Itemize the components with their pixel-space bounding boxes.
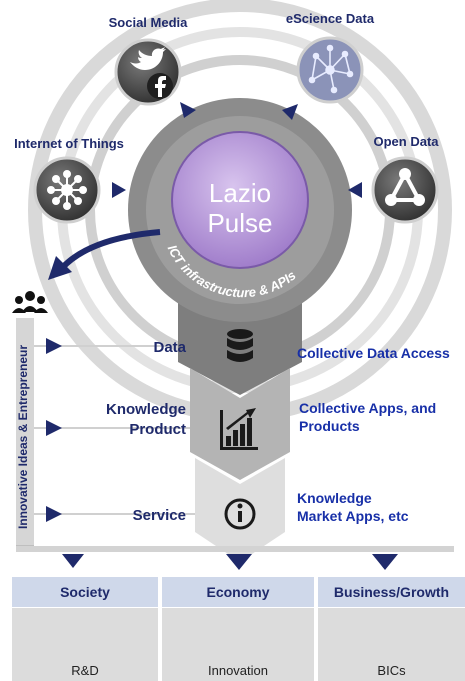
internet-of-things-arrow [112,182,126,198]
escience-data-label: eScience Data [285,11,375,26]
knowledge-market-line-2: Market Apps, etc [297,508,409,524]
collective-apps-label: Collective Apps, and Products [299,399,459,435]
internet-of-things-label: Internet of Things [14,136,124,151]
data-layer-arrow [46,338,62,354]
open-data-label: Open Data [373,134,439,149]
business-growth-header: Business/Growth [318,577,465,607]
lazio-pulse-title: Lazio Pulse [170,178,310,238]
open-data-node [371,156,439,224]
social-media-label: Social Media [108,15,188,30]
escience-data-arrow [282,104,298,120]
knowledge-market-line-1: Knowledge [297,490,372,506]
service-layer-label: Service [132,507,186,524]
business-growth-footer [318,608,465,681]
lazio-pulse-core [171,131,309,269]
bar-chart-icon [220,408,258,450]
facebook-icon [147,73,173,99]
people-group-icon [12,291,48,313]
knowledge-label-line-1: Knowledge [105,401,186,418]
twitter-icon [130,47,166,70]
knowledge-label-line-2: Product [129,421,186,438]
social-media-node [114,38,182,106]
output-curve-arrowhead [48,256,72,280]
info-icon [224,498,256,530]
bottom-bar [16,546,454,552]
output-curve-arrow [59,229,161,271]
database-icon [227,329,253,362]
collective-data-access-label: Collective Data Access [297,345,450,361]
title-line-2: Pulse [207,208,273,238]
bics-label: BICs [377,663,406,678]
title-line-1: Lazio [208,178,272,208]
open-data-arrow [348,182,362,198]
social-media-arrow [180,102,196,118]
society-arrow [62,554,84,568]
knowledge-product-label: Knowledge Product [80,400,186,440]
hub-network-icon [47,170,87,210]
business-arrow [372,554,398,570]
rnd-label: R&D [71,663,99,678]
economy-header: Economy [162,577,314,607]
economy-footer [162,608,314,681]
knowledge-market-label: Knowledge Market Apps, etc [297,489,457,525]
share-triangle-icon [385,168,425,206]
knowledge-layer-arrow [46,420,62,436]
collective-apps-line-2: Products [299,418,360,434]
economy-arrow [226,554,252,570]
innovation-label: Innovation [208,663,268,678]
funnel-layer-service [195,458,285,562]
society-footer [12,608,158,681]
side-bar [16,318,34,552]
side-label: Innovative Ideas & Entrepreneur [16,344,30,530]
data-layer-label: Data [153,339,186,356]
service-layer-arrow [46,506,62,522]
network-brain-icon [308,44,354,94]
collective-apps-line-1: Collective Apps, and [299,400,437,416]
society-header: Society [12,577,158,607]
